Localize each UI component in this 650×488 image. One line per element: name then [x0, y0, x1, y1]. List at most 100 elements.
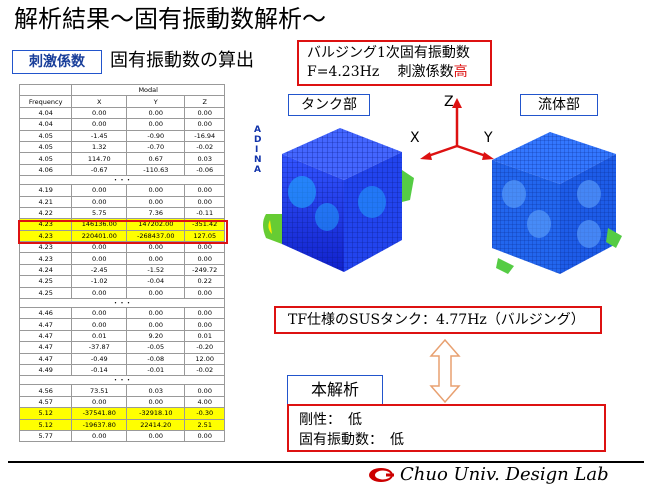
table-cell: 4.56 [18, 384, 73, 397]
table-cell: 0.00 [126, 286, 186, 300]
table-row: 4.06-0.67-110.63-0.06 [18, 163, 225, 177]
table-cell: 0.00 [71, 395, 128, 409]
table-cell: 73.51 [71, 384, 128, 397]
footer-divider [8, 461, 644, 463]
info-line1: バルジング1次固有振動数 [307, 45, 470, 61]
table-cell: -0.11 [184, 206, 225, 220]
tank-tag: タンク部 [288, 94, 370, 116]
footer-lab-name: Chuo Univ. Design Lab [400, 464, 609, 485]
table-cell: 5.12 [18, 418, 73, 431]
table-row: 5.12-37541.80-32918.10-0.30 [18, 407, 225, 420]
table-cell: 5.77 [18, 429, 73, 443]
table-cell: 0.00 [71, 195, 128, 208]
table-cell: -0.14 [71, 363, 128, 377]
table-cell: 0.00 [126, 395, 186, 409]
axis-x-label: X [410, 130, 420, 146]
table-cell: -1.45 [71, 129, 128, 142]
axis-z-label: Z [444, 94, 454, 110]
table-cell: -0.20 [184, 341, 225, 354]
table-cell: 2.51 [184, 418, 225, 431]
table-cell: 0.03 [184, 152, 225, 165]
table-col-header: X [71, 95, 128, 108]
table-cell: 4.46 [18, 307, 73, 320]
table-cell: -0.05 [126, 341, 186, 354]
table-cell: 4.49 [18, 363, 73, 377]
table-cell: 0.00 [126, 118, 186, 131]
table-cell: 4.23 [18, 252, 73, 265]
table-ellipsis-row: ・・・ [19, 175, 225, 185]
table-cell: 4.05 [18, 152, 73, 165]
table-cell: 4.47 [18, 352, 73, 366]
table-ellipsis: ・・・ [19, 375, 225, 385]
table-col-header: Frequency [18, 95, 73, 108]
table-cell: 4.21 [18, 195, 73, 208]
analysis-line1: 剛性： 低 [299, 412, 362, 428]
table-cell: 5.75 [71, 206, 128, 220]
table-header-blank [18, 83, 73, 97]
table-cell: 0.00 [71, 286, 128, 300]
table-cell: -0.04 [126, 275, 186, 288]
table-cell: -2.45 [71, 263, 128, 277]
table-cell: 0.00 [184, 195, 225, 208]
table-cell: 12.00 [184, 352, 225, 366]
table-row: 4.24-2.45-1.52-249.72 [18, 263, 225, 277]
table-cell: 0.00 [184, 318, 225, 331]
table-cell: 9.20 [126, 329, 186, 343]
info-high: 高 [453, 64, 468, 80]
table-header-modal: Modal [71, 83, 225, 97]
table-cell: 0.00 [184, 307, 225, 320]
table-cell: 1.32 [71, 140, 128, 154]
adina-logo: A [254, 125, 261, 135]
table-cell: 0.67 [126, 152, 186, 165]
table-cell: 0.00 [71, 252, 128, 265]
table-cell: -0.30 [184, 407, 225, 420]
svg-text:D: D [254, 135, 261, 145]
table-cell: 5.12 [18, 407, 73, 420]
table-cell: -1.52 [126, 263, 186, 277]
table-cell: -16.94 [184, 129, 225, 142]
table-cell: 4.25 [18, 275, 73, 288]
table-cell: 0.00 [71, 429, 128, 443]
table-cell: -0.67 [71, 163, 128, 177]
table-cell: -0.02 [184, 363, 225, 377]
axes-diagram [420, 98, 494, 160]
analysis-line2: 固有振動数： 低 [299, 432, 404, 448]
table-cell: -0.90 [126, 129, 186, 142]
table-cell: -249.72 [184, 263, 225, 277]
table-cell: 4.47 [18, 318, 73, 331]
table-cell: 0.00 [184, 118, 225, 131]
table-cell: 0.00 [184, 384, 225, 397]
table-cell: -37.87 [71, 341, 128, 354]
table-cell: 4.05 [18, 129, 73, 142]
table-cell: -0.02 [184, 140, 225, 154]
table-cell: 4.47 [18, 329, 73, 343]
table-col-header: Y [126, 95, 186, 108]
table-cell: 4.19 [18, 184, 73, 197]
svg-text:A: A [254, 165, 261, 175]
table-cell: 4.06 [18, 163, 73, 177]
table-cell: -0.49 [71, 352, 128, 366]
info-line2: F=4.23Hz 刺激係数高 [307, 63, 490, 82]
table-cell: 0.00 [184, 106, 225, 120]
table-row: 4.05-1.45-0.90-16.94 [18, 129, 225, 142]
table-cell: 0.00 [184, 429, 225, 443]
fluid-model-image [492, 132, 622, 274]
table-cell: 0.00 [126, 429, 186, 443]
tf-spec-box: TF仕様のSUSタンク：4.77Hz（バルジング） [274, 306, 602, 334]
axis-y-label: Y [484, 130, 493, 146]
table-cell: 0.00 [126, 252, 186, 265]
table-cell: -37541.80 [71, 407, 128, 420]
